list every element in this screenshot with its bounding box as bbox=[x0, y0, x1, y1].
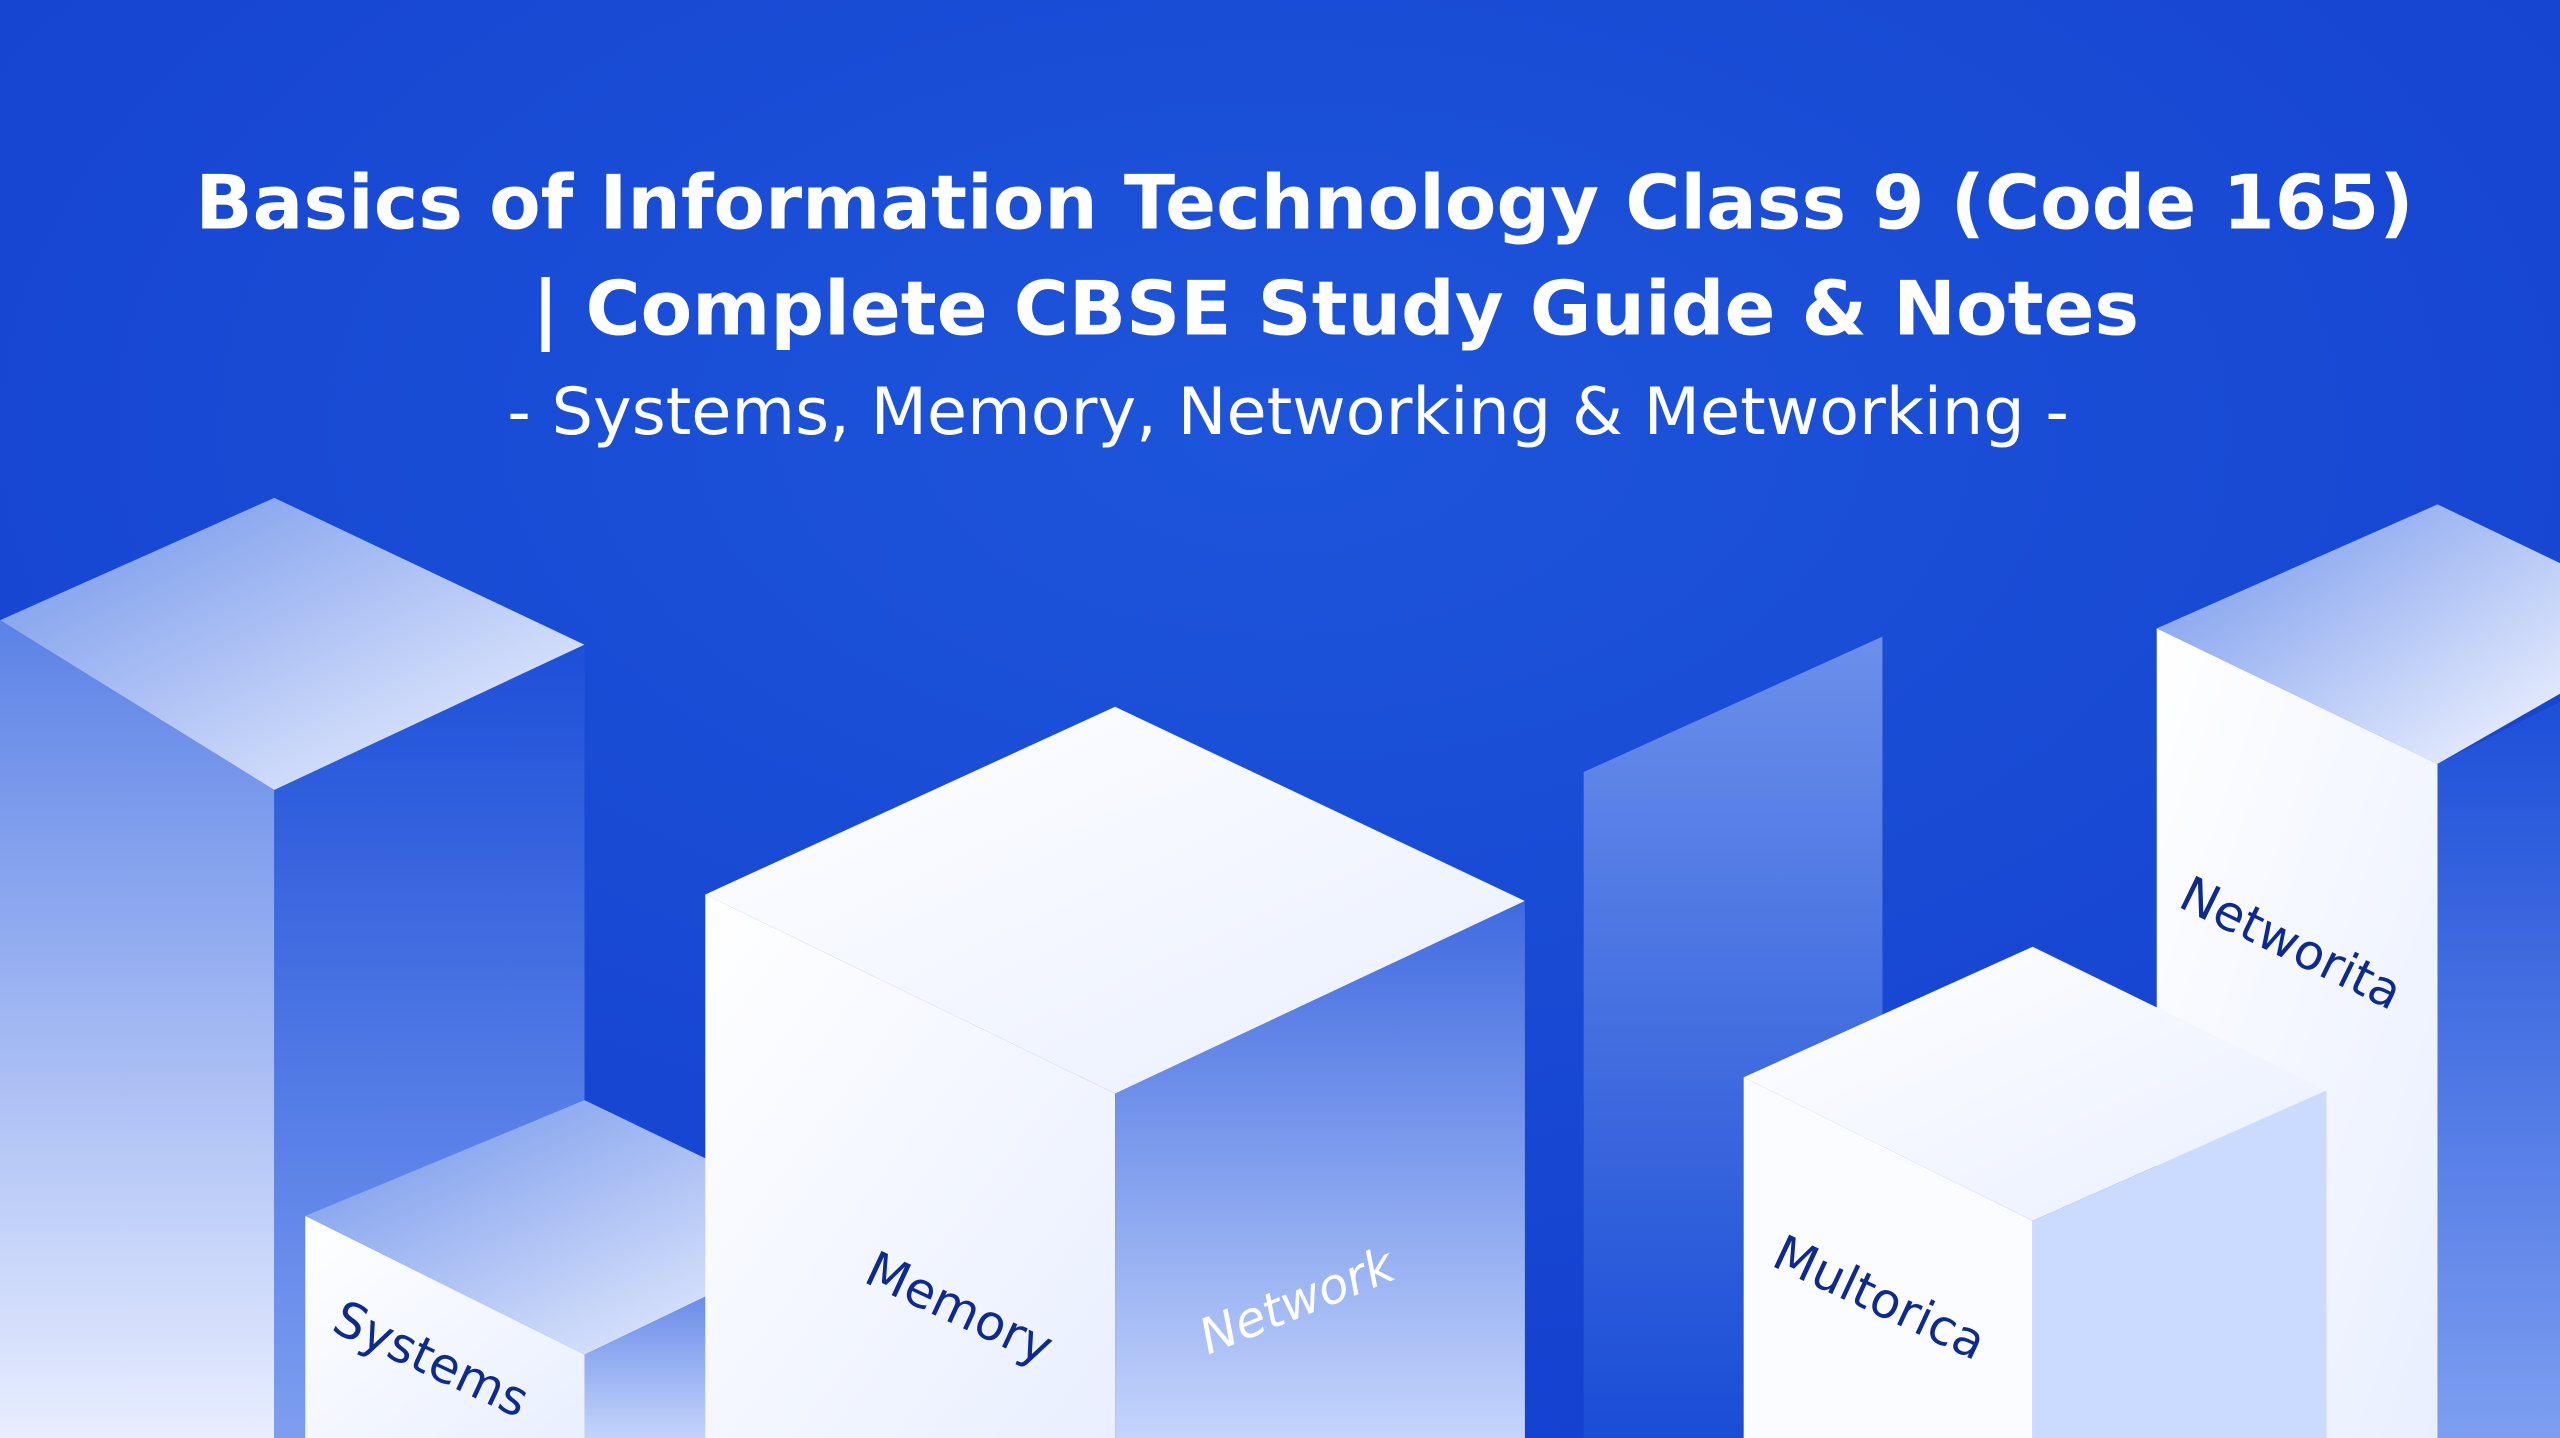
right-tall-block: Networita bbox=[2156, 504, 2560, 1438]
title-line-2: | Complete CBSE Study Guide & Notes bbox=[532, 265, 2139, 353]
multorica-block: Multorica bbox=[1743, 946, 2327, 1438]
subtitle: - Systems, Memory, Networking & Metworki… bbox=[507, 374, 2069, 450]
title-block: Basics of Information Technology Class 9… bbox=[195, 159, 2413, 451]
memory-network-block: Memory Network bbox=[705, 706, 1525, 1438]
title-line-1: Basics of Information Technology Class 9… bbox=[195, 159, 2413, 247]
